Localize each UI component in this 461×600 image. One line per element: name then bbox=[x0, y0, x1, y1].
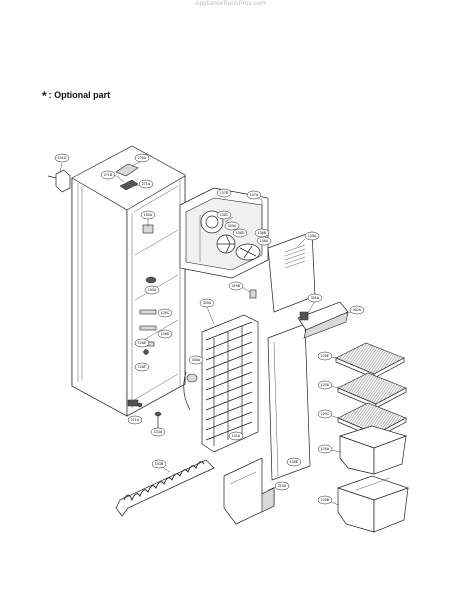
callout-label: 136C bbox=[220, 213, 229, 217]
callout-319b: 319B bbox=[228, 281, 244, 291]
callout-152a: 152A bbox=[140, 210, 156, 220]
callout-130e: 130E bbox=[286, 457, 302, 467]
top-hinge-assembly bbox=[47, 163, 139, 193]
callout-label: 130E bbox=[290, 460, 299, 464]
defrost-heater bbox=[115, 459, 215, 517]
callout-label: 136D bbox=[236, 231, 245, 235]
callout-label: 152A bbox=[144, 213, 153, 217]
callout-136d: 136D bbox=[232, 228, 248, 238]
callout-label: 101A bbox=[58, 156, 67, 160]
callout-label: 270A bbox=[138, 156, 147, 160]
callout-label: 320A bbox=[203, 301, 212, 305]
callout-332a: 332A bbox=[349, 305, 365, 315]
callout-label: 136B bbox=[258, 231, 267, 235]
callout-label: 125B bbox=[321, 498, 330, 502]
callout-label: 301A bbox=[311, 296, 320, 300]
evaporator-cover bbox=[249, 231, 316, 313]
callout-150a: 150A bbox=[144, 285, 160, 295]
callout-label: 120C bbox=[321, 412, 330, 416]
callout-135a: 135A bbox=[304, 231, 320, 241]
callout-128c: 128C bbox=[157, 308, 173, 318]
callout-label: 137B bbox=[220, 191, 229, 195]
callout-301a: 301A bbox=[307, 293, 323, 303]
callout-label: 128C bbox=[161, 311, 170, 315]
callout-label: 135A bbox=[308, 234, 317, 238]
callout-136c: 136C bbox=[216, 210, 232, 220]
callout-271a-top: 271A bbox=[138, 179, 154, 189]
callout-136b: 136B bbox=[254, 228, 270, 238]
crisper-drawers bbox=[336, 425, 410, 533]
callout-label: 150A bbox=[148, 288, 157, 292]
callout-label: 271A bbox=[131, 418, 140, 422]
evaporator-coil bbox=[183, 314, 259, 453]
drain-pan bbox=[223, 457, 275, 525]
callout-320a: 320A bbox=[199, 298, 215, 308]
callout-label: 271B bbox=[104, 173, 113, 177]
callout-label: 128E bbox=[138, 341, 147, 345]
callout-label: 271A bbox=[142, 182, 151, 186]
callout-303a: 303A bbox=[224, 221, 240, 231]
callout-270a: 270A bbox=[134, 153, 150, 163]
callout-label: 332A bbox=[353, 308, 362, 312]
callout-label: 303A bbox=[228, 224, 237, 228]
callout-131a: 131A bbox=[228, 431, 244, 441]
callout-125b: 125B bbox=[317, 495, 333, 505]
callout-120d: 120D bbox=[317, 380, 333, 390]
callout-label: 120D bbox=[321, 383, 330, 387]
callout-103b: 103B bbox=[151, 459, 167, 469]
callout-103a: 103A bbox=[150, 427, 166, 437]
callout-128d: 128D bbox=[157, 329, 173, 339]
callout-label: 120E bbox=[321, 354, 330, 358]
callout-label: 136A bbox=[260, 239, 269, 243]
callout-136a: 136A bbox=[256, 236, 272, 246]
callout-271b: 271B bbox=[100, 170, 116, 180]
callout-label: 305A bbox=[192, 358, 201, 362]
rear-duct-panel bbox=[267, 301, 349, 481]
fan-motor-assembly bbox=[179, 187, 269, 279]
callout-271a-bottom: 271A bbox=[127, 415, 143, 425]
callout-120e: 120E bbox=[317, 351, 333, 361]
asterisk-symbol: * bbox=[42, 89, 47, 103]
freezer-cabinet bbox=[71, 145, 186, 417]
callout-label: 103B bbox=[155, 462, 164, 466]
callout-137a: 137A bbox=[246, 190, 262, 200]
legend-text: : Optional part bbox=[48, 90, 111, 100]
callout-label: 315A bbox=[278, 484, 287, 488]
glass-shelves bbox=[335, 342, 407, 439]
callout-305a: 305A bbox=[188, 355, 204, 365]
callout-101a: 101A bbox=[54, 153, 70, 163]
callout-label: 137A bbox=[250, 193, 259, 197]
callout-label: 128D bbox=[161, 332, 170, 336]
callout-label: 319B bbox=[232, 284, 241, 288]
optional-part-legend: *: Optional part bbox=[42, 87, 111, 103]
callout-label: 103A bbox=[154, 430, 163, 434]
callout-125a: 125A bbox=[317, 444, 333, 454]
watermark: AppliancePartsPros.com bbox=[195, 1, 266, 7]
callout-120c: 120C bbox=[317, 409, 333, 419]
callout-label: 128F bbox=[138, 365, 147, 369]
callout-128f: 128F bbox=[134, 362, 150, 372]
callout-315a: 315A bbox=[274, 481, 290, 491]
defrost-sensor bbox=[154, 411, 162, 428]
callout-label: 131A bbox=[232, 434, 241, 438]
callout-137b: 137B bbox=[216, 188, 232, 198]
callout-128e: 128E bbox=[134, 338, 150, 348]
callout-label: 125A bbox=[321, 447, 330, 451]
